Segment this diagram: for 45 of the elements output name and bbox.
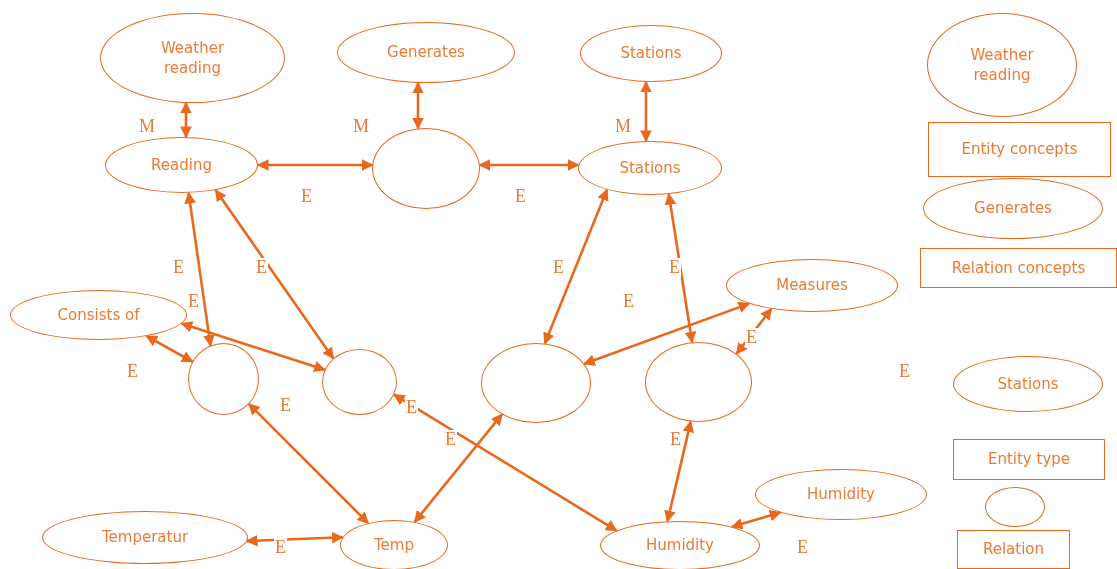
double-arrow [180,101,192,139]
node-label: Stations [620,43,682,64]
rectangle-node [928,122,1111,177]
node-label: Humidity [807,484,875,505]
double-arrow [214,189,335,360]
double-arrow [664,420,694,523]
rectangle-node [953,439,1105,480]
ellipse-node [580,25,722,82]
node-label: Humidity [646,535,714,556]
node-label: Entity concepts [961,139,1078,160]
double-arrow [393,393,618,532]
node-label: Consists of [57,304,140,326]
node-label: Relation [982,539,1045,560]
node-label: Reading [151,154,212,176]
node-label: Generates [974,198,1052,219]
node-label: Stations [619,157,681,179]
rectangle-node [920,248,1117,288]
relation-circle [372,128,480,209]
node-label: Weather reading [969,44,1035,86]
double-arrow [180,321,326,373]
node-label: Temperatur [101,527,189,548]
double-arrow [478,159,580,171]
double-arrow [735,308,773,355]
edge-label: E [745,328,758,348]
double-arrow [583,301,751,366]
node-label: Temp [374,534,414,556]
double-arrow [664,192,697,344]
node-label: Stations [997,373,1059,395]
edge-label: E [668,258,681,278]
double-arrow [543,188,609,345]
double-arrow [640,80,652,143]
node-label: Weather reading [159,37,226,79]
double-arrow [256,159,374,171]
double-arrow [730,509,782,530]
double-arrow [145,334,194,363]
double-arrow [245,531,344,547]
double-arrow [248,403,369,524]
node-label: Measures [776,275,848,296]
double-arrow [413,413,503,523]
rectangle-node [957,530,1070,569]
node-label: Relation concepts [951,257,1086,279]
node-label: Entity type [987,449,1071,470]
double-arrow [184,191,215,347]
double-arrow [412,81,424,130]
node-label: Generates [387,42,465,63]
